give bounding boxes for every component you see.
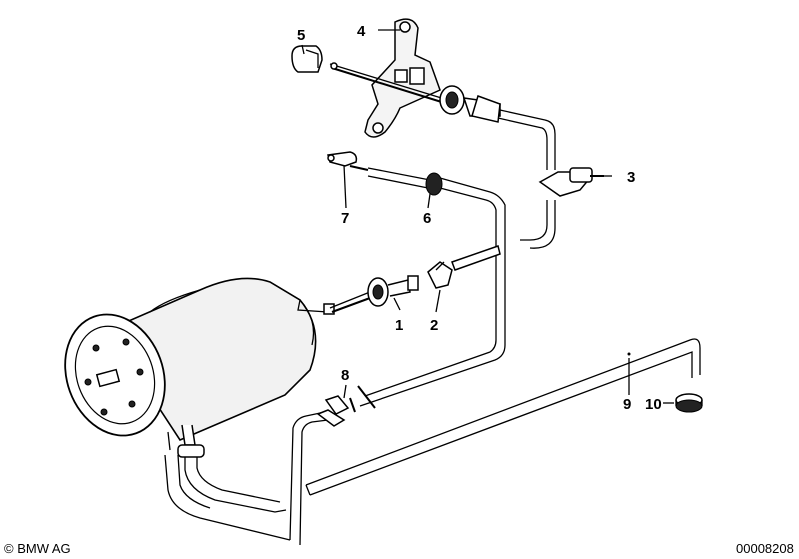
hose-segment bbox=[451, 245, 501, 271]
leader-lines bbox=[301, 29, 674, 404]
copyright-text: © BMW AG bbox=[4, 541, 71, 556]
lower-hose bbox=[164, 444, 291, 541]
grommet-10 bbox=[675, 393, 703, 413]
connector-8 bbox=[316, 395, 356, 427]
callout-2: 2 bbox=[430, 317, 438, 334]
hose-clamp-3 bbox=[520, 167, 604, 249]
callout-4: 4 bbox=[357, 23, 366, 40]
clip-7 bbox=[327, 151, 358, 167]
callout-5: 5 bbox=[297, 27, 305, 44]
callout-6: 6 bbox=[423, 210, 431, 227]
callout-8: 8 bbox=[341, 367, 349, 384]
callout-1: 1 bbox=[395, 317, 403, 334]
clip-2 bbox=[427, 261, 453, 289]
callout-7: 7 bbox=[341, 210, 349, 227]
vacuum-line-9 bbox=[305, 338, 701, 496]
throttle-cable-6 bbox=[349, 165, 443, 196]
accelerator-cable bbox=[329, 62, 556, 170]
callout-3: 3 bbox=[627, 169, 635, 186]
cable-adjuster-1 bbox=[329, 275, 419, 313]
diagram-id: 00008208 bbox=[736, 541, 794, 556]
hose-up-to-6 bbox=[289, 177, 506, 546]
bracket-4 bbox=[364, 18, 441, 138]
callout-10: 10 bbox=[645, 396, 662, 413]
clip-5 bbox=[291, 45, 323, 73]
callout-9: 9 bbox=[623, 396, 631, 413]
reservoir-canister bbox=[64, 277, 335, 451]
